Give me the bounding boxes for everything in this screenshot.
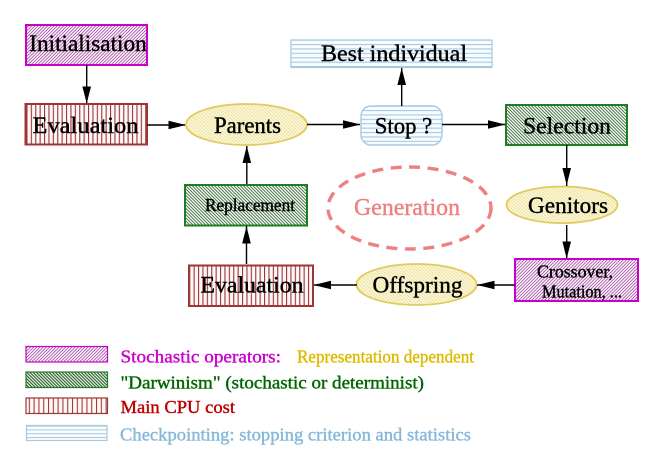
svg-text:Genitors: Genitors (528, 193, 608, 218)
svg-text:Evaluation: Evaluation (201, 273, 305, 298)
svg-text:Replacement: Replacement (205, 195, 295, 215)
svg-text:Stochastic operators:: Stochastic operators: (121, 347, 282, 367)
svg-text:Main CPU cost: Main CPU cost (121, 397, 236, 417)
svg-text:Generation: Generation (354, 195, 460, 221)
svg-text:Offspring: Offspring (373, 273, 464, 298)
svg-text:Representation dependent: Representation dependent (297, 347, 474, 367)
svg-text:Crossover,: Crossover, (537, 262, 613, 282)
svg-text:Initialisation: Initialisation (29, 31, 147, 56)
svg-text:"Darwinism" (stochastic or det: "Darwinism" (stochastic or determinist) (121, 373, 425, 394)
svg-text:Mutation, ...: Mutation, ... (542, 282, 622, 302)
svg-text:Evaluation: Evaluation (33, 113, 140, 138)
svg-text:Best individual: Best individual (321, 41, 467, 66)
svg-text:Stop ?: Stop ? (375, 114, 433, 139)
svg-text:Parents: Parents (214, 113, 281, 138)
svg-text:Selection: Selection (523, 114, 612, 139)
svg-text:Checkpointing: stopping criter: Checkpointing: stopping criterion and st… (120, 425, 471, 445)
